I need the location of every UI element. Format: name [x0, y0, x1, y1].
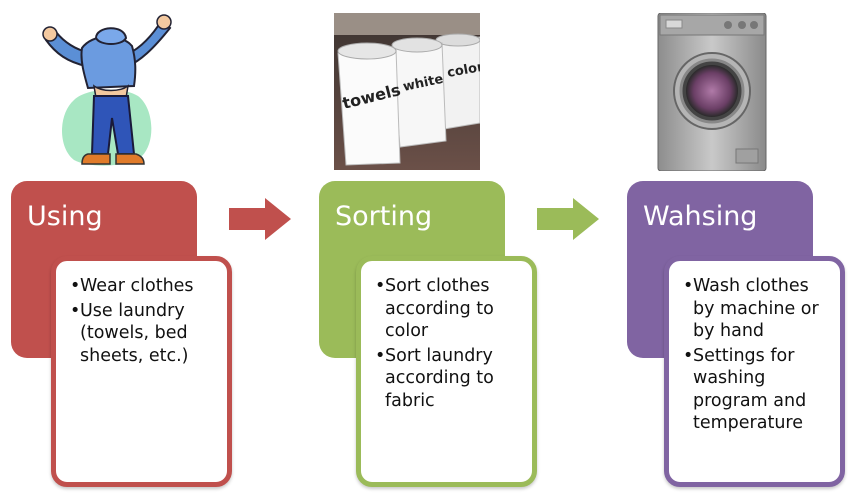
bullet-item: Sort laundry according to fabric — [375, 345, 522, 413]
person-wearing-clothes-image — [42, 14, 172, 166]
stage-title-using: Using — [27, 201, 103, 232]
arrow-right-icon — [229, 198, 291, 240]
bullet-item: Use laundry (towels, bed sheets, etc.) — [70, 300, 217, 368]
bullet-list-washing: Wash clothes by machine or by hand Setti… — [669, 261, 840, 435]
basket-label-color: color — [446, 60, 480, 81]
bullet-list-using: Wear clothes Use laundry (towels, bed sh… — [56, 261, 227, 367]
bullet-item: Settings for washing program and tempera… — [683, 345, 830, 435]
arrow-right-icon — [537, 198, 599, 240]
laundry-baskets-image: color white towels — [334, 13, 480, 170]
bullet-item: Sort clothes according to color — [375, 275, 522, 343]
stage-title-washing: Wahsing — [643, 201, 758, 232]
bullet-item: Wash clothes by machine or by hand — [683, 275, 830, 343]
stage-details-sorting: Sort clothes according to color Sort lau… — [356, 256, 537, 487]
washing-machine-image — [657, 13, 767, 171]
stage-title-sorting: Sorting — [335, 201, 433, 232]
bullet-list-sorting: Sort clothes according to color Sort lau… — [361, 261, 532, 412]
stage-details-washing: Wash clothes by machine or by hand Setti… — [664, 256, 845, 487]
bullet-item: Wear clothes — [70, 275, 217, 298]
stage-details-using: Wear clothes Use laundry (towels, bed sh… — [51, 256, 232, 487]
